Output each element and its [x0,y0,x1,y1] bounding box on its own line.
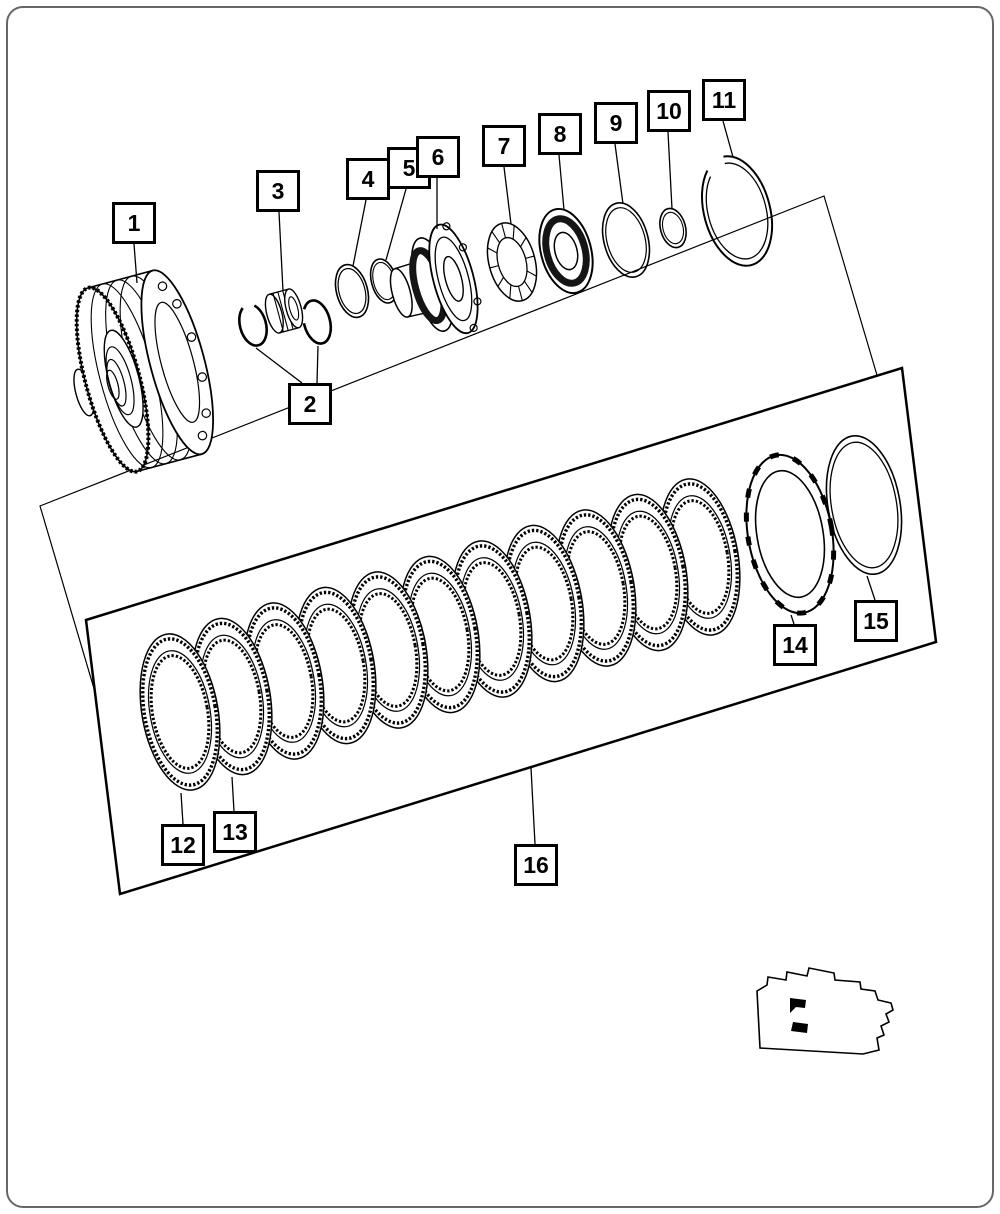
callout-7[interactable]: 7 [482,125,526,167]
callout-4[interactable]: 4 [346,158,390,200]
callout-15[interactable]: 15 [854,600,898,642]
page-border [6,6,994,1208]
callout-16[interactable]: 16 [514,844,558,886]
part-6-clutch-retainer [389,222,482,335]
callout-12[interactable]: 12 [161,824,205,866]
part-7-wave-spring [486,222,538,302]
location-marker-icon [790,998,806,1013]
callout-14[interactable]: 14 [773,624,817,666]
callout-8[interactable]: 8 [538,113,582,155]
callout-11[interactable]: 11 [702,79,746,121]
part-2-snap-rings [238,299,333,347]
callout-2[interactable]: 2 [288,383,332,425]
transmission-outline [756,967,894,1055]
part-11-retaining-ring [700,155,774,267]
transmission-locator-thumbnail [756,967,894,1055]
part-14-pressure-plate [743,452,837,616]
callout-1[interactable]: 1 [112,202,156,244]
callout-3[interactable]: 3 [256,170,300,212]
callout-9[interactable]: 9 [594,102,638,144]
callout-6[interactable]: 6 [416,136,460,178]
part-4-sealing-ring [334,263,370,319]
location-marker-icon [791,1022,808,1033]
part-9-o-ring [601,202,651,278]
part-3-needle-bearing [264,288,304,334]
callout-10[interactable]: 10 [647,90,691,132]
leader-lines [133,120,876,845]
part-10-o-ring-small [659,207,687,249]
part-8-piston-seal [538,207,594,295]
callout-13[interactable]: 13 [213,811,257,853]
part-1-clutch-drum [73,269,214,474]
